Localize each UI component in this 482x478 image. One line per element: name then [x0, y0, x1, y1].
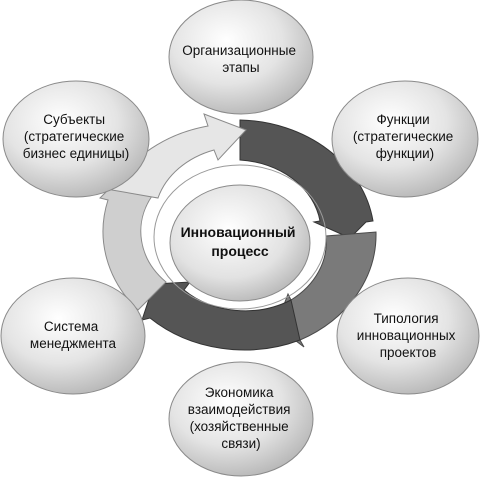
svg-text:Субъекты (стратегические: Субъекты (стратегические бизнес единицы) — [23, 112, 129, 161]
svg-text:Типология инновационных: Типология инновационных проектов — [357, 311, 459, 360]
node-management-line-2: менеджмента — [30, 336, 117, 351]
node-economics-line-4: связи) — [221, 436, 260, 451]
node-functions-line-2: (стратегические — [353, 129, 453, 144]
node-subjects-line-3: бизнес единицы) — [23, 146, 129, 161]
center-node: Инновационный процесс — [169, 184, 311, 302]
node-functions: Функции (стратегические функции) — [331, 80, 479, 198]
cycle-ring — [99, 113, 377, 351]
node-functions-line-1: Функции — [377, 112, 430, 127]
center-line-1: Инновационный — [181, 224, 296, 240]
node-typology-line-1: Типология — [374, 311, 439, 326]
arrow-right-bottom — [275, 231, 377, 348]
node-subjects-line-2: (стратегические — [24, 129, 124, 144]
svg-text:Система менеджмента: Система менеджмента — [30, 319, 117, 351]
arrow-top-right — [239, 119, 374, 239]
svg-text:Организационные этапы: Организационные этапы — [182, 43, 300, 75]
node-management-line-1: Система — [44, 319, 99, 334]
center-label: Инновационный процесс — [181, 224, 300, 259]
node-functions-line-3: функции) — [376, 146, 434, 161]
svg-text:Функции (стратегические: Функции (стратегические функции) — [353, 112, 457, 161]
node-organizational: Организационные этапы — [168, 0, 314, 115]
arrow-bottom-left — [141, 281, 301, 351]
node-organizational-line-2: этапы — [222, 60, 259, 75]
inner-ring — [153, 164, 327, 310]
node-economics: Экономика взаимодействия (хозяйственные … — [168, 361, 314, 477]
svg-text:Экономика взаимодействия: Экономика взаимодействия (хозяйственные … — [188, 385, 294, 451]
node-economics-line-3: (хозяйственные — [190, 419, 289, 434]
node-organizational-line-1: Организационные — [182, 43, 296, 58]
node-typology: Типология инновационных проектов — [336, 277, 480, 395]
node-economics-line-2: взаимодействия — [188, 402, 291, 417]
node-typology-line-2: инновационных — [357, 328, 456, 343]
center-line-2: процесс — [211, 243, 269, 259]
node-subjects-line-1: Субъекты — [43, 112, 105, 127]
node-management: Система менеджмента — [0, 277, 146, 395]
node-typology-line-3: проектов — [380, 345, 437, 360]
node-economics-line-1: Экономика — [205, 385, 274, 400]
node-subjects: Субъекты (стратегические бизнес единицы) — [2, 80, 150, 198]
